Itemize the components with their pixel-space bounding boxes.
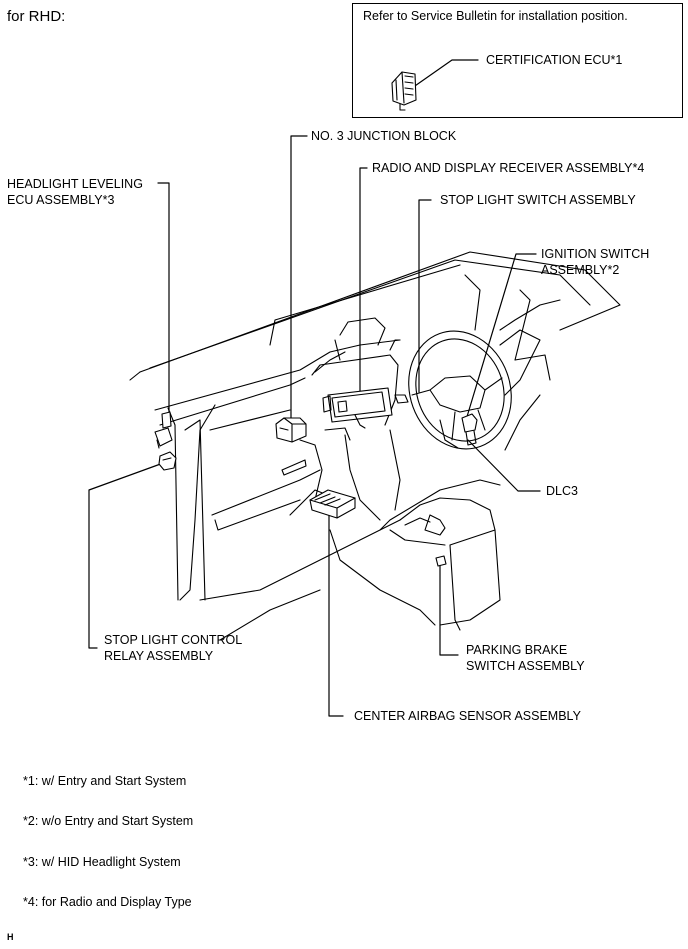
label-ignition-switch-line1: IGNITION SWITCH <box>541 247 650 261</box>
label-certification-ecu: CERTIFICATION ECU*1 <box>486 53 623 67</box>
callout-text: Refer to Service Bulletin for installati… <box>363 9 628 23</box>
label-stop-light-relay-line2: RELAY ASSEMBLY <box>104 649 214 663</box>
label-ignition-switch-line2: ASSEMBLY*2 <box>541 263 620 277</box>
label-parking-brake-line1: PARKING BRAKE <box>466 643 568 657</box>
label-headlight-ecu-line2: ECU ASSEMBLY*3 <box>7 193 115 207</box>
certification-ecu-part <box>391 71 417 111</box>
footnote-1: *1: w/ Entry and Start System <box>23 774 187 788</box>
windshield-frame <box>129 251 621 381</box>
headlight-ecu-part <box>154 411 173 449</box>
certification-callout-box: Refer to Service Bulletin for installati… <box>352 3 683 118</box>
footnote-3: *3: w/ HID Headlight System <box>23 855 181 869</box>
label-dlc3: DLC3 <box>546 484 578 498</box>
label-center-airbag: CENTER AIRBAG SENSOR ASSEMBLY <box>354 709 581 723</box>
label-stop-light-switch: STOP LIGHT SWITCH ASSEMBLY <box>440 193 636 207</box>
label-headlight-ecu-line1: HEADLIGHT LEVELING <box>7 177 143 191</box>
stop-light-relay-part <box>158 451 177 471</box>
page-title: for RHD: <box>7 8 66 25</box>
label-radio-receiver: RADIO AND DISPLAY RECEIVER ASSEMBLY*4 <box>372 161 645 175</box>
label-parking-brake-line2: SWITCH ASSEMBLY <box>466 659 585 673</box>
leader-lines <box>88 59 541 717</box>
center-console <box>389 497 501 631</box>
corner-mark: H <box>7 932 14 942</box>
junction-block-part <box>275 417 307 443</box>
footnote-4: *4: for Radio and Display Type <box>23 895 192 909</box>
dashboard-body <box>154 317 501 641</box>
label-stop-light-relay-line1: STOP LIGHT CONTROL <box>104 633 243 647</box>
label-junction-block: NO. 3 JUNCTION BLOCK <box>311 129 457 143</box>
steering-wheel <box>408 299 561 451</box>
footnote-2: *2: w/o Entry and Start System <box>23 814 194 828</box>
center-airbag-sensor-part <box>309 489 356 519</box>
ignition-switch-part <box>461 413 478 446</box>
